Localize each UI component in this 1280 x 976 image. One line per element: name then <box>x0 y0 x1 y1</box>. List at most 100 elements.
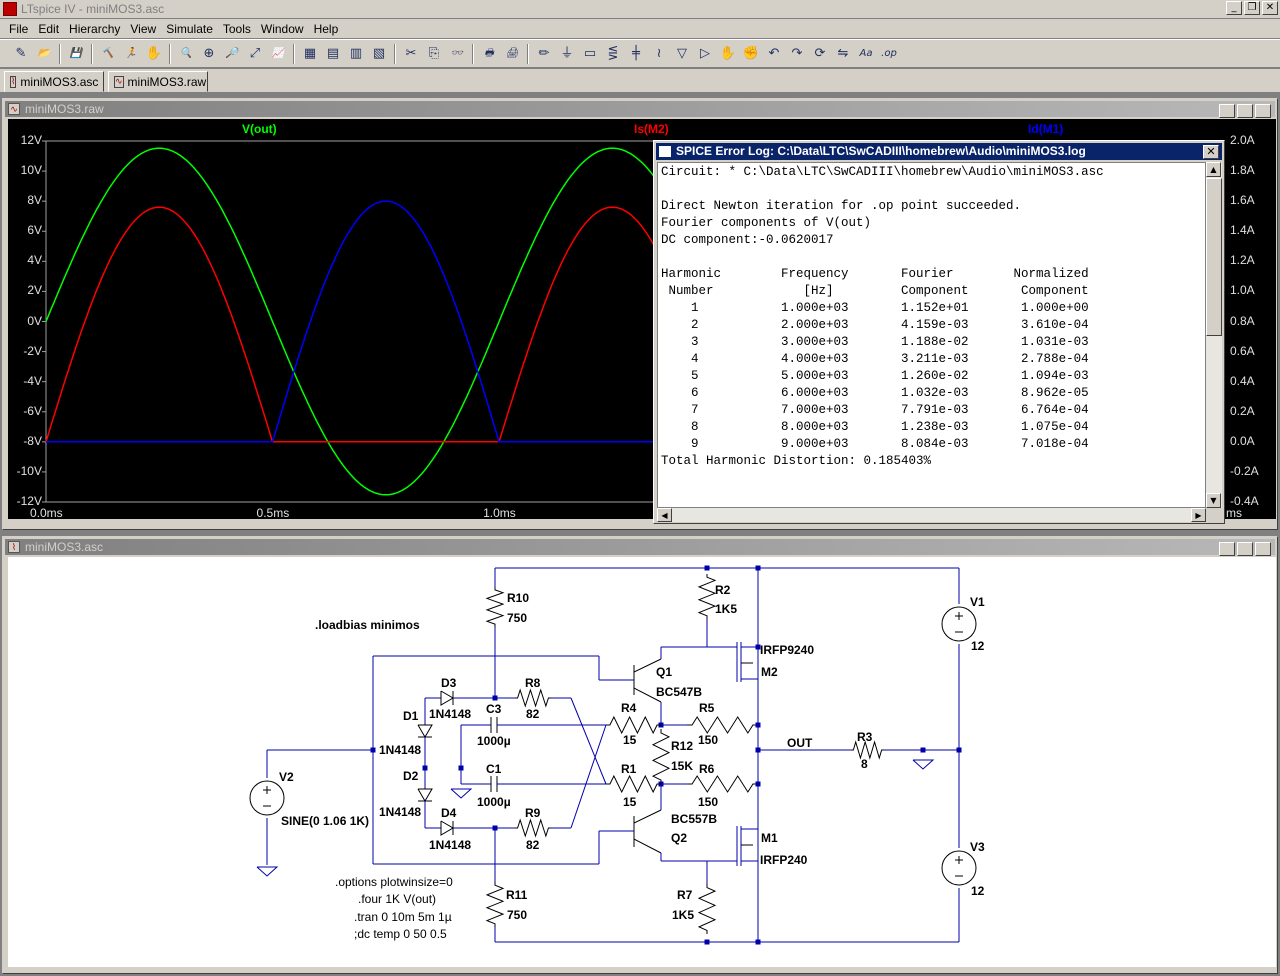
r8-value[interactable]: 82 <box>526 707 540 721</box>
r2-resistor[interactable] <box>697 574 717 619</box>
v2-source[interactable] <box>249 780 285 816</box>
r6-label[interactable]: R6 <box>699 762 715 776</box>
r3-label[interactable]: R3 <box>857 730 873 744</box>
r9-resistor[interactable] <box>515 818 551 838</box>
ground-icon[interactable]: ⏚ <box>560 45 574 61</box>
q1-collector[interactable] <box>633 658 662 673</box>
d2-part[interactable]: 1N4148 <box>379 805 422 819</box>
loadbias-directive[interactable]: .loadbias minimos <box>315 618 420 632</box>
tile-horizontal-icon[interactable]: ▤ <box>326 45 340 61</box>
print-icon[interactable]: 🖨 <box>505 47 519 59</box>
diode-icon[interactable]: ▽ <box>677 45 687 61</box>
tab-schematic[interactable]: ⌇ miniMOS3.asc <box>4 71 104 92</box>
close-button[interactable]: ✕ <box>1262 1 1278 15</box>
text-icon[interactable]: Aa <box>859 47 873 59</box>
zoom-out-icon[interactable]: 🔎 <box>225 47 239 59</box>
v1-label[interactable]: V1 <box>970 595 985 609</box>
menu-window[interactable]: Window <box>260 21 304 36</box>
label-net-icon[interactable]: ▭ <box>583 45 597 61</box>
r1-value[interactable]: 15 <box>623 795 637 809</box>
spice-directive-options[interactable]: .options plotwinsize=0 <box>335 875 453 889</box>
minimize-button[interactable]: _ <box>1219 104 1235 118</box>
vertical-scrollbar[interactable]: ▲ ▼ <box>1206 162 1222 508</box>
d4-label[interactable]: D4 <box>441 806 457 820</box>
v1-source[interactable] <box>941 606 977 642</box>
error-log-text[interactable]: Circuit: * C:\Data\LTC\SwCADIII\homebrew… <box>657 162 1206 508</box>
q1-emitter[interactable] <box>633 687 662 703</box>
d1-diode[interactable] <box>417 724 433 738</box>
zoom-fit-icon[interactable]: ⤢ <box>249 45 261 61</box>
tab-waveform[interactable]: ∿ miniMOS3.raw <box>108 71 208 92</box>
q1-part[interactable]: BC547B <box>656 685 703 699</box>
ground-icon[interactable] <box>912 759 935 770</box>
tile-vertical-icon[interactable]: ▧ <box>372 45 386 61</box>
r2-label[interactable]: R2 <box>715 583 731 597</box>
r7-label[interactable]: R7 <box>677 888 693 902</box>
spice-directive-icon[interactable]: .op <box>881 47 897 59</box>
spice-directive-tran[interactable]: .tran 0 10m 5m 1µ <box>354 910 452 924</box>
component-icon[interactable]: ▷ <box>700 45 710 61</box>
cascade-icon[interactable]: ▥ <box>349 45 363 61</box>
run-icon[interactable]: 🏃 <box>124 47 138 59</box>
grid-icon[interactable]: ▦ <box>303 45 317 61</box>
pan-icon[interactable]: ⊕ <box>203 45 215 61</box>
c3-value[interactable]: 1000µ <box>477 734 511 748</box>
q2-emitter[interactable] <box>633 809 662 824</box>
r3-resistor[interactable] <box>851 740 884 760</box>
r10-value[interactable]: 750 <box>507 611 528 625</box>
autorange-icon[interactable]: 📈 <box>271 47 285 59</box>
d1-part[interactable]: 1N4148 <box>379 743 422 757</box>
c3-label[interactable]: C3 <box>486 702 502 716</box>
scroll-up-icon[interactable]: ▲ <box>1206 162 1221 177</box>
close-button[interactable]: ✕ <box>1203 145 1219 159</box>
r1-resistor[interactable] <box>606 774 661 794</box>
v3-value[interactable]: 12 <box>971 884 985 898</box>
undo-icon[interactable]: ↶ <box>768 45 780 61</box>
v3-source[interactable] <box>941 850 977 886</box>
redo-icon[interactable]: ↷ <box>791 45 803 61</box>
cut-icon[interactable]: ✂ <box>405 45 417 61</box>
r1-label[interactable]: R1 <box>621 762 637 776</box>
c1-value[interactable]: 1000µ <box>477 795 511 809</box>
v3-label[interactable]: V3 <box>970 840 985 854</box>
menu-simulate[interactable]: Simulate <box>166 21 213 36</box>
d3-label[interactable]: D3 <box>441 676 457 690</box>
d4-diode[interactable] <box>440 820 454 836</box>
r12-value[interactable]: 15K <box>671 759 694 773</box>
m1-label[interactable]: M1 <box>761 831 778 845</box>
open-icon[interactable]: 📂 <box>37 47 51 59</box>
r10-resistor[interactable] <box>485 587 505 627</box>
restore-button[interactable]: ❐ <box>1237 104 1253 118</box>
minimize-button[interactable]: _ <box>1226 1 1242 15</box>
r11-resistor[interactable] <box>485 882 505 927</box>
r5-value[interactable]: 150 <box>698 733 719 747</box>
r12-resistor[interactable] <box>651 729 671 784</box>
r4-value[interactable]: 15 <box>623 733 637 747</box>
inductor-icon[interactable]: ≀ <box>656 45 662 61</box>
zoom-in-icon[interactable]: 🔍 <box>179 47 193 59</box>
r4-label[interactable]: R4 <box>621 701 637 715</box>
d3-part[interactable]: 1N4148 <box>429 707 472 721</box>
q2-collector[interactable] <box>633 838 662 854</box>
ground-icon[interactable] <box>450 788 473 799</box>
r9-label[interactable]: R9 <box>525 806 541 820</box>
new-schematic-icon[interactable]: ✎ <box>15 45 27 61</box>
resistor-icon[interactable]: ⋚ <box>607 45 619 61</box>
m2-part[interactable]: IRFP9240 <box>760 643 815 657</box>
scroll-thumb[interactable] <box>1206 178 1222 336</box>
save-icon[interactable]: 💾 <box>69 47 83 59</box>
v1-value[interactable]: 12 <box>971 639 985 653</box>
q1-label[interactable]: Q1 <box>656 665 673 679</box>
horizontal-scrollbar[interactable]: ◀ ▶ <box>657 508 1206 522</box>
print-preview-icon[interactable]: 🖶 <box>484 47 494 59</box>
menu-view[interactable]: View <box>130 21 157 36</box>
menu-edit[interactable]: Edit <box>38 21 60 36</box>
q2-part[interactable]: BC557B <box>671 812 718 826</box>
r9-value[interactable]: 82 <box>526 838 540 852</box>
menu-help[interactable]: Help <box>313 21 339 36</box>
menu-tools[interactable]: Tools <box>222 21 251 36</box>
close-button[interactable]: ✕ <box>1255 542 1271 556</box>
halt-icon[interactable]: ✋ <box>145 45 163 61</box>
menu-hierarchy[interactable]: Hierarchy <box>69 21 121 36</box>
wire[interactable] <box>570 724 607 829</box>
